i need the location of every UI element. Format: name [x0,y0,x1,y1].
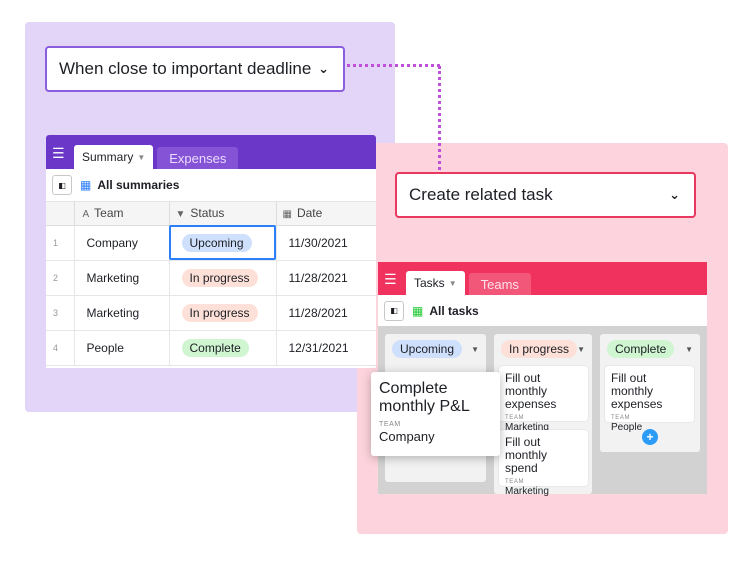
view-name[interactable]: All tasks [429,303,479,318]
connector-line-vertical [438,66,441,170]
team-cell[interactable]: Company [74,225,170,261]
sidebar-toggle-button[interactable]: ◧ [384,300,404,321]
card-title: Fill out monthly spend [505,435,548,475]
date-cell[interactable]: 11/28/2021 [276,260,376,296]
kanban-card[interactable]: Fill out monthly expenses TEAM Marketing [499,366,588,433]
card-title: Complete monthly P&L [379,380,470,415]
table-row[interactable]: 1 Company Upcoming 11/30/2021 [46,225,376,261]
calendar-icon: ▦ [282,209,292,221]
tab-teams[interactable]: Teams [468,273,531,295]
view-bar: ◧ ▦ All summaries [46,169,376,202]
column-header-date[interactable]: ▦Date [276,202,376,226]
trigger-dropdown[interactable]: When close to important deadline ⌄ [45,46,345,92]
row-number: 2 [46,260,75,296]
row-number: 4 [46,330,75,366]
column-header-status[interactable]: ▼Status [169,202,277,226]
card-field-label: TEAM [505,415,525,421]
team-cell[interactable]: People [74,330,170,366]
card-field-value: People [611,422,643,433]
status-badge: Upcoming [181,233,252,252]
card-field-value: Marketing [505,422,549,433]
card-field-value: Company [379,429,435,444]
caret-down-icon: ▼ [448,278,457,288]
caret-down-icon[interactable]: ▼ [577,344,585,354]
grid-tab-bar: ☰ Summary ▼ Expenses [46,135,376,169]
action-dropdown[interactable]: Create related task ⌄ [395,172,696,218]
connector-line [347,64,440,67]
kanban-tab-bar: ☰ Tasks ▼ Teams [378,262,707,295]
status-badge: In progress [181,303,258,322]
text-field-icon: A [82,209,90,221]
status-cell[interactable]: Complete [169,330,277,366]
table-row[interactable]: 2 Marketing In progress 11/28/2021 [46,260,376,296]
caret-down-icon[interactable]: ▼ [685,344,693,354]
kanban-card[interactable]: Fill out monthly expenses TEAM People [605,366,694,433]
date-cell[interactable]: 11/30/2021 [276,225,376,261]
trigger-label: When close to important deadline [59,59,312,78]
row-number: 1 [46,225,75,261]
tab-tasks[interactable]: Tasks ▼ [406,271,465,295]
stack-label: Complete [607,340,675,358]
card-field-label: TEAM [611,415,631,421]
status-cell[interactable]: In progress [169,295,277,331]
card-field-label: TEAM [379,421,401,428]
table-row[interactable]: 3 Marketing In progress 11/28/2021 [46,295,376,331]
tab-expenses[interactable]: Expenses [157,147,239,169]
caret-down-icon: ▼ [137,152,146,162]
table-row[interactable]: 4 People Complete 12/31/2021 [46,330,376,366]
sidebar-toggle-button[interactable]: ◧ [52,175,72,195]
stack-label: In progress [501,340,578,358]
kanban-view-bar: ◧ ▦ All tasks [378,295,707,326]
view-name[interactable]: All summaries [97,178,180,192]
kanban-card[interactable]: Fill out monthly spend TEAM Marketing [499,430,588,497]
status-badge: In progress [181,268,258,287]
summary-grid-window: ☰ Summary ▼ Expenses ◧ ▦ All summaries A… [46,135,376,368]
dragged-card[interactable]: Complete monthly P&L TEAM Company [371,372,500,456]
card-field-value: Marketing [505,486,549,497]
menu-icon[interactable]: ☰ [52,145,65,161]
card-title: Fill out monthly expenses [611,371,663,411]
row-number-header [46,202,75,226]
card-field-label: TEAM [505,479,525,485]
stack-label: Upcoming [392,340,463,358]
add-record-button[interactable]: + [642,429,658,445]
chevron-down-icon: ⌄ [669,187,680,202]
team-cell[interactable]: Marketing [74,260,170,296]
grid-view-icon: ▦ [80,178,92,192]
chevron-down-icon: ⌄ [318,61,329,76]
caret-down-icon[interactable]: ▼ [471,344,479,354]
tab-summary[interactable]: Summary ▼ [74,145,154,169]
status-cell[interactable]: In progress [169,260,277,296]
date-cell[interactable]: 12/31/2021 [276,330,376,366]
status-badge: Complete [181,338,249,357]
action-label: Create related task [409,185,553,204]
team-cell[interactable]: Marketing [74,295,170,331]
menu-icon[interactable]: ☰ [384,271,397,287]
date-cell[interactable]: 11/28/2021 [276,295,376,331]
kanban-window: ☰ Tasks ▼ Teams ◧ ▦ All tasks Upcoming ▼… [378,262,707,497]
kanban-view-icon: ▦ [412,303,424,318]
select-field-icon: ▼ [175,209,186,221]
status-cell-selected[interactable]: Upcoming [169,225,277,261]
row-number: 3 [46,295,75,331]
card-title: Fill out monthly expenses [505,371,557,411]
